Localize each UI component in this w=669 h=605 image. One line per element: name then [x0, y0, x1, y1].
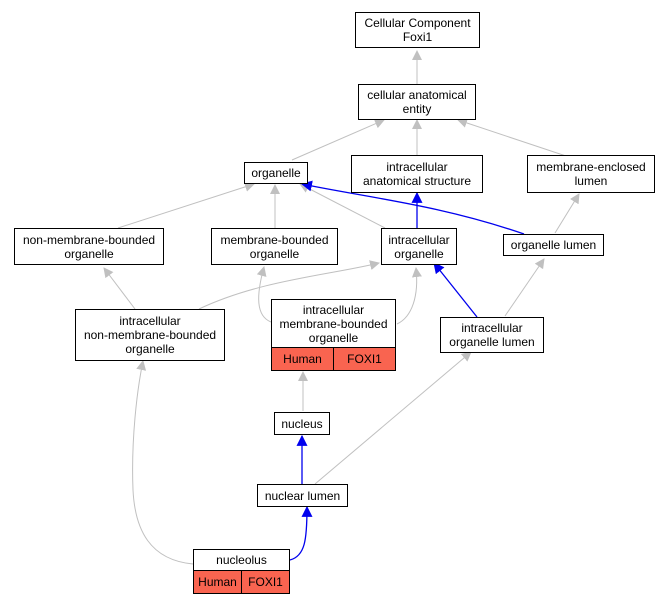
node-cellular-anatomical-entity-label: cellular anatomical entity [367, 88, 467, 116]
gene-cell[interactable]: FOXI1 [241, 571, 289, 593]
node-root[interactable]: Cellular Component Foxi1 [355, 12, 480, 48]
edge-ol-to-organelle [300, 180, 525, 235]
node-nucleus[interactable]: nucleus [274, 412, 330, 435]
node-organelle-label: organelle [251, 166, 301, 180]
node-intracellular-non-membrane-bounded-organelle-label: intracellular non-membrane-bounded organ… [83, 314, 217, 356]
gene-cell[interactable]: FOXI1 [333, 348, 395, 370]
edge-nucleolus-to-nuclear-lumen [289, 505, 313, 561]
node-root-label: Cellular Component Foxi1 [364, 16, 471, 44]
node-intracellular-organelle-label: intracellular organelle [388, 232, 450, 261]
edge-nmbo-to-organelle [117, 182, 255, 229]
edge-imbo-to-io [396, 267, 422, 325]
node-intracellular-anatomical-structure-label: intracellular anatomical structure [362, 160, 472, 188]
node-nucleolus[interactable]: nucleolus Human FOXI1 [193, 549, 290, 594]
species-cell[interactable]: Human [283, 352, 322, 366]
node-intracellular-organelle-lumen-label: intracellular organelle lumen [449, 321, 535, 349]
edge-ol-to-mel [554, 193, 580, 234]
edge-iol-to-io [433, 262, 478, 318]
annotation-row: Human FOXI1 [194, 570, 289, 593]
node-membrane-bounded-organelle-label: membrane-bounded organelle [220, 232, 329, 261]
node-intracellular-anatomical-structure[interactable]: intracellular anatomical structure [351, 155, 483, 193]
node-intracellular-non-membrane-bounded-organelle[interactable]: intracellular non-membrane-bounded organ… [75, 309, 225, 361]
node-nuclear-lumen[interactable]: nuclear lumen [257, 484, 348, 507]
node-nucleus-label: nucleus [281, 416, 323, 431]
edge-nucleolus-to-inmbo [132, 360, 194, 565]
edge-io-to-organelle [299, 183, 386, 229]
node-nucleolus-label: nucleolus [216, 553, 267, 567]
edge-iol-to-ol [504, 258, 545, 317]
node-intracellular-organelle[interactable]: intracellular organelle [381, 228, 457, 265]
node-non-membrane-bounded-organelle-label: non-membrane-bounded organelle [22, 232, 156, 261]
annotation-row: Human FOXI1 [272, 347, 395, 370]
node-non-membrane-bounded-organelle[interactable]: non-membrane-bounded organelle [14, 228, 164, 265]
node-membrane-enclosed-lumen-label: membrane-enclosed lumen [536, 160, 646, 188]
edge-mel-to-cae [457, 118, 567, 157]
node-organelle[interactable]: organelle [244, 162, 308, 184]
edge-inmbo-to-nmbo [103, 267, 136, 310]
node-intracellular-membrane-bounded-organelle-label: intracellular membrane-bounded organelle [279, 302, 388, 345]
edge-organelle-to-cae [291, 119, 385, 161]
edge-nuclear-lumen-to-iol [314, 351, 472, 485]
node-intracellular-membrane-bounded-organelle[interactable]: intracellular membrane-bounded organelle… [271, 299, 396, 371]
edge-imbo-to-mbo [256, 266, 272, 323]
node-organelle-lumen-label: organelle lumen [510, 238, 597, 252]
edge-inmbo-to-io [198, 260, 380, 310]
node-intracellular-organelle-lumen[interactable]: intracellular organelle lumen [440, 317, 544, 353]
node-nuclear-lumen-label: nuclear lumen [264, 488, 341, 503]
species-cell[interactable]: Human [198, 575, 237, 589]
node-organelle-lumen[interactable]: organelle lumen [503, 234, 604, 256]
node-membrane-enclosed-lumen[interactable]: membrane-enclosed lumen [527, 155, 655, 193]
node-membrane-bounded-organelle[interactable]: membrane-bounded organelle [211, 228, 338, 265]
node-cellular-anatomical-entity[interactable]: cellular anatomical entity [358, 84, 476, 120]
